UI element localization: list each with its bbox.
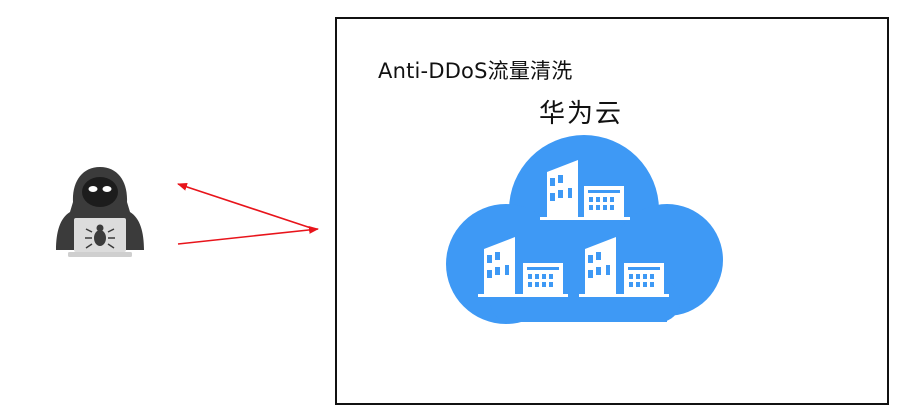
office-buildings-icon (478, 237, 568, 297)
office-buildings-icon (579, 237, 669, 297)
anti-ddos-label: Anti-DDoS流量清洗 (378, 59, 573, 83)
protection-boundary (335, 17, 889, 405)
attack-arrow (177, 225, 319, 245)
office-buildings-icon (540, 160, 630, 220)
cloud-label: 华为云 (539, 99, 624, 129)
bug-icon (85, 224, 115, 249)
hacker-figure (56, 167, 144, 257)
return-arrow (177, 183, 315, 230)
